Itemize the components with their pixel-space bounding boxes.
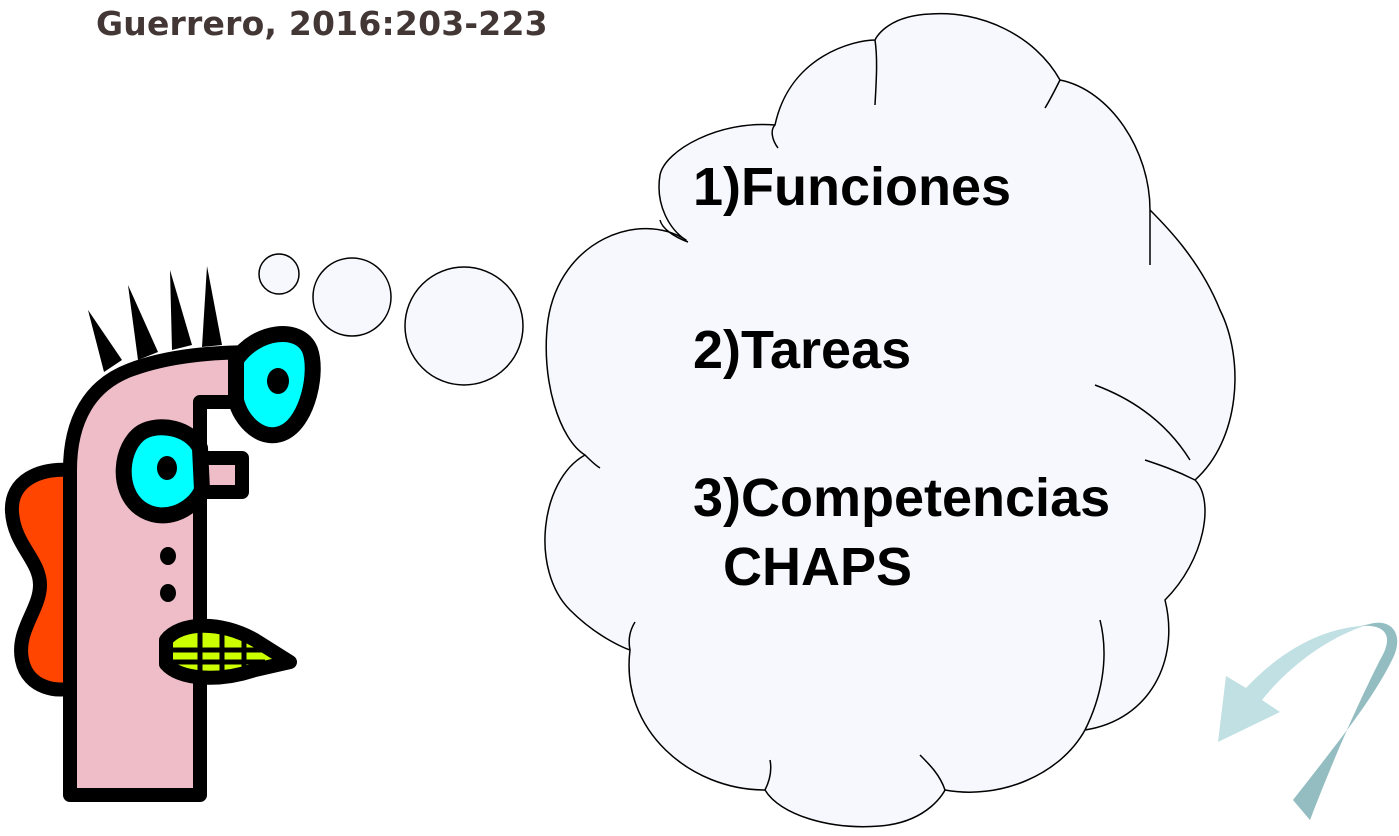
mouth-icon bbox=[159, 618, 297, 685]
thought-cloud-shape bbox=[544, 12, 1236, 828]
nose-dot bbox=[160, 547, 176, 565]
curved-arrow-icon bbox=[1218, 622, 1398, 820]
cloud-item-functions: 1)Funciones bbox=[693, 157, 1012, 217]
lower-eye-icon bbox=[115, 419, 210, 524]
thinking-person-icon bbox=[4, 266, 321, 802]
hair-spikes-icon bbox=[88, 266, 222, 372]
cloud-inner-lines bbox=[584, 39, 1196, 791]
thought-bubble-icon bbox=[258, 253, 524, 386]
cloud-item-competencies-continuation: CHAPS bbox=[723, 537, 913, 597]
upper-eye-icon bbox=[228, 326, 321, 444]
ear-icon bbox=[4, 462, 79, 697]
cloud-item-tasks: 2)Tareas bbox=[693, 320, 912, 380]
nose-dot bbox=[160, 584, 176, 602]
head-shape bbox=[63, 345, 269, 802]
cloud-item-competencies: 3)Competencias bbox=[693, 468, 1111, 528]
citation-text: Guerrero, 2016:203-223 bbox=[96, 4, 548, 43]
